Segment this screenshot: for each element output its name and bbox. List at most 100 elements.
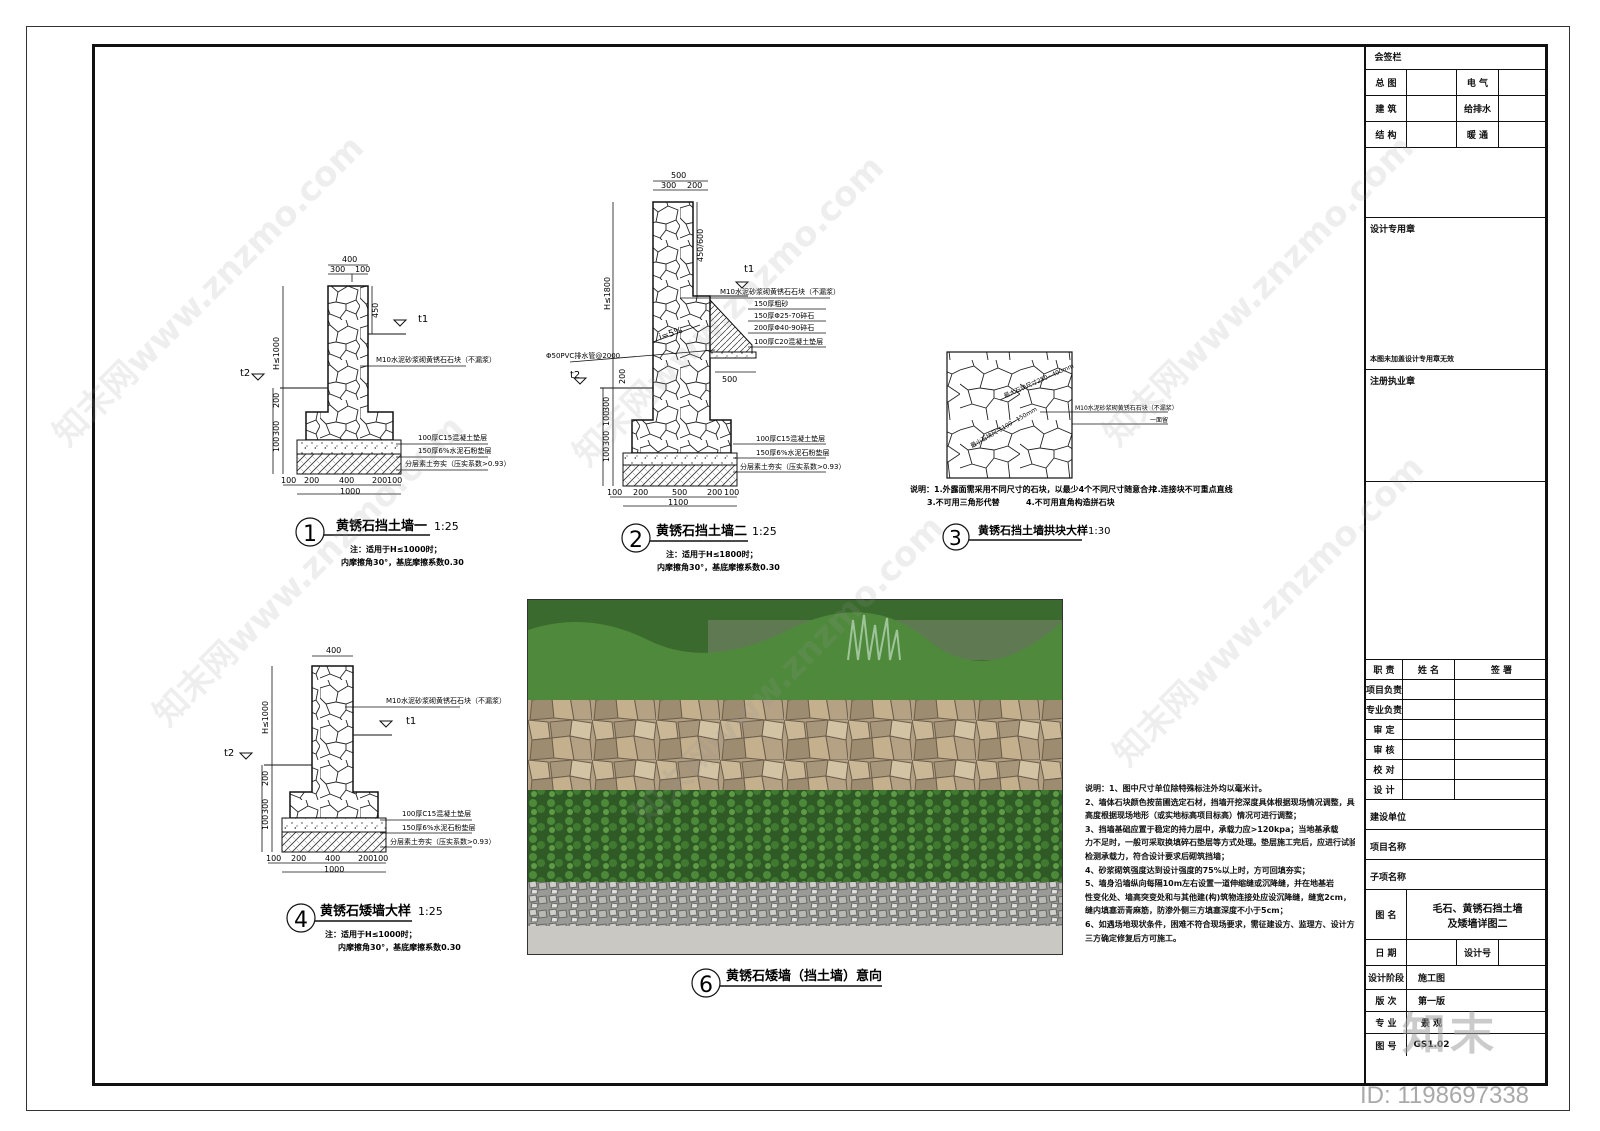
- d4-bottom-0: 100: [266, 854, 281, 863]
- tb-reg-seal: 注册执业章: [1370, 377, 1416, 387]
- d2-dim-450: 450/600: [696, 229, 705, 262]
- tb-staff-name-field[interactable]: [1402, 760, 1454, 779]
- tb-staff-header: 职 责 姓 名 签 署: [1366, 660, 1548, 680]
- d1-dim-100: 100: [355, 265, 370, 274]
- d1-label-1: 100厚C15混凝土垫层: [418, 433, 487, 442]
- d2-label-7: 分层素土夯实（压实系数>0.93）: [740, 462, 845, 471]
- d4-bottom-1: 200: [291, 854, 306, 863]
- tb-staff-name-field[interactable]: [1402, 740, 1454, 759]
- tb-staff-name-field[interactable]: [1402, 720, 1454, 739]
- sheet-outer-border: [26, 26, 1570, 1111]
- tb-sub-row: 子项名称: [1366, 860, 1548, 890]
- tb-sign-field[interactable]: [1406, 70, 1456, 95]
- d4-side-1: 300: [261, 799, 270, 814]
- d3-title: 黄锈石挡土墙拱块大样: [978, 523, 1088, 537]
- d2-label-0: M10水泥砂浆砌黄锈石石块（不漏浆）: [720, 287, 840, 296]
- tb-staff-name-field[interactable]: [1402, 700, 1454, 719]
- detail-6-caption: 6 黄锈石矮墙（挡土墙）意向: [691, 968, 882, 998]
- tb-drawing-name-row: 图 名 毛石、黄锈石挡土墙 及矮墙详图二: [1366, 890, 1548, 940]
- d4-bottom-2: 400: [325, 854, 340, 863]
- tb-project-row: 项目名称: [1366, 830, 1548, 860]
- d4-height: H≤1000: [261, 701, 270, 734]
- d2-label-3: 200厚Φ40-90碎石: [754, 323, 814, 332]
- tb-sub-name: 子项名称: [1370, 873, 1407, 883]
- tb-drawing-name-line: 及矮墙详图二: [1447, 918, 1508, 930]
- tb-staff-row: 设 计: [1366, 780, 1548, 800]
- d3-label-side: 一面留: [1150, 416, 1168, 424]
- d2-scale: 1:25: [752, 525, 777, 538]
- d2-height: H≤1800: [603, 277, 612, 310]
- drawing-frame: [92, 44, 1548, 1086]
- d1-bottom-0: 100: [281, 476, 296, 485]
- tb-stage-value: 施工图: [1406, 966, 1456, 989]
- d4-side-2: 100: [261, 815, 270, 830]
- d2-number: 2: [629, 528, 643, 553]
- tb-staff-sign-field[interactable]: [1454, 780, 1548, 799]
- d1-scale: 1:25: [434, 520, 459, 533]
- d3-note-1: 2.连接块不可重点直线: [1152, 484, 1233, 494]
- tb-sign-field[interactable]: [1498, 96, 1548, 121]
- d1-bottom-3: 200: [372, 476, 387, 485]
- detail-1-section: 400 300 100 H≤1000 450 t1 t2 200 300 100…: [240, 255, 510, 567]
- d2-bottom-1: 200: [633, 488, 648, 497]
- d6-title: 黄锈石矮墙（挡土墙）意向: [726, 968, 882, 984]
- d4-number-circle: [286, 903, 316, 933]
- tb-design-seal: 设计专用章: [1370, 225, 1416, 235]
- d4-bottom-4: 100: [373, 854, 388, 863]
- photo-illustration: [528, 600, 1062, 954]
- tb-major-label: 专 业: [1375, 1019, 1397, 1029]
- d4-note1: 注：适用于H≤1000时；: [325, 929, 417, 940]
- tb-project-name: 项目名称: [1370, 843, 1407, 853]
- tb-design-no-field[interactable]: [1498, 940, 1548, 965]
- tb-staff-name-field[interactable]: [1402, 780, 1454, 799]
- d4-label-2: 150厚6%水泥石粉垫层: [402, 823, 475, 832]
- tb-staff-sign-field[interactable]: [1454, 720, 1548, 739]
- tb-staff-sign-field[interactable]: [1454, 760, 1548, 779]
- d2-label-4: 100厚C20混凝土垫层: [754, 337, 823, 346]
- tb-sign-label: 电 气: [1456, 70, 1498, 95]
- general-note-line: 6、如遇场地现状条件，困难不符合现场要求，需征建设方、监理方、设计方: [1085, 919, 1355, 929]
- tb-staff-row: 校 对: [1366, 760, 1548, 780]
- d2-bottom-4: 100: [724, 488, 739, 497]
- tb-staff-sign-field[interactable]: [1454, 680, 1548, 699]
- d2-bottom-0: 100: [607, 488, 622, 497]
- d1-label-3: 分层素土夯实（压实系数>0.93）: [405, 459, 510, 468]
- d2-number-circle: [621, 523, 651, 553]
- tb-drawing-name-label: 图 名: [1375, 911, 1397, 921]
- tb-sign-field[interactable]: [1406, 96, 1456, 121]
- tb-staff-header-cell: 职 责: [1373, 666, 1395, 676]
- tb-sign-field[interactable]: [1498, 70, 1548, 95]
- tb-staff-role: 设 计: [1373, 786, 1395, 796]
- d2-drain: 500: [722, 375, 737, 384]
- tb-staff-role: 审 核: [1373, 746, 1395, 756]
- tb-staff-row: 专业负责: [1366, 700, 1548, 720]
- tb-drawing-name: 毛石、黄锈石挡土墙 及矮墙详图二: [1406, 890, 1548, 939]
- tb-staff-sign-field[interactable]: [1454, 700, 1548, 719]
- tb-sign-field[interactable]: [1498, 122, 1548, 147]
- tb-staff-header-cell: 签 署: [1454, 660, 1548, 679]
- d3-number-circle: [942, 523, 970, 551]
- tb-staff-name-field[interactable]: [1402, 680, 1454, 699]
- d2-title: 黄锈石挡土墙二: [656, 523, 747, 539]
- tb-design-no-label: 设计号: [1456, 940, 1498, 965]
- tb-dwg-no-row: 图 号 GS1.02: [1366, 1034, 1548, 1056]
- d2-pipe: Φ50PVC排水管@2000: [546, 351, 620, 360]
- tb-staff-role: 项目负责: [1366, 686, 1403, 696]
- tb-version-label: 版 次: [1375, 997, 1397, 1007]
- d6-number-circle: [691, 968, 721, 998]
- d2-side-1: 300: [602, 397, 611, 412]
- tb-version-row: 版 次 第一版: [1366, 990, 1548, 1012]
- d1-note2: 内摩擦角30°，基底摩擦系数0.30: [341, 557, 464, 567]
- general-note-line: 三方确定修复后方可施工。: [1085, 933, 1181, 943]
- d1-title: 黄锈石挡土墙一: [336, 518, 427, 534]
- tb-date-field[interactable]: [1406, 940, 1456, 965]
- general-note-line: 5、墙身沿墙纵向每隔10m左右设置一道伸缩缝或沉降缝，并在地基岩: [1085, 879, 1335, 889]
- tb-staff-sign-field[interactable]: [1454, 740, 1548, 759]
- d1-total: 1000: [340, 487, 360, 496]
- tb-sign-field[interactable]: [1406, 122, 1456, 147]
- d1-bottom-2: 400: [339, 476, 354, 485]
- detail-2-section: 500 300 200 H≤1800 450/600 t1 t2 i=5% Φ5…: [546, 171, 845, 572]
- tb-staff-row: 审 核: [1366, 740, 1548, 760]
